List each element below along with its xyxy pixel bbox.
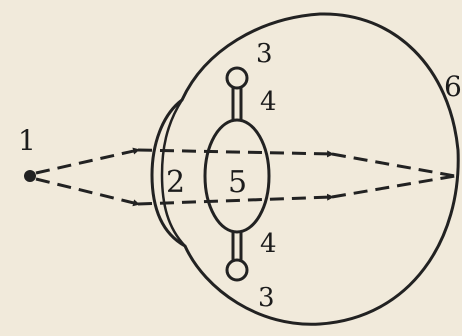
label-retina: 6 bbox=[444, 70, 462, 103]
label-point: 1 bbox=[18, 124, 36, 157]
label-lens: 5 bbox=[228, 165, 247, 200]
label-muscle-bottom: 4 bbox=[260, 229, 277, 259]
label-cornea: 2 bbox=[166, 165, 185, 200]
label-ligament-bottom: 3 bbox=[258, 283, 275, 313]
object-point bbox=[24, 170, 36, 182]
label-muscle-top: 4 bbox=[260, 87, 277, 117]
label-ligament-top: 3 bbox=[256, 39, 273, 69]
